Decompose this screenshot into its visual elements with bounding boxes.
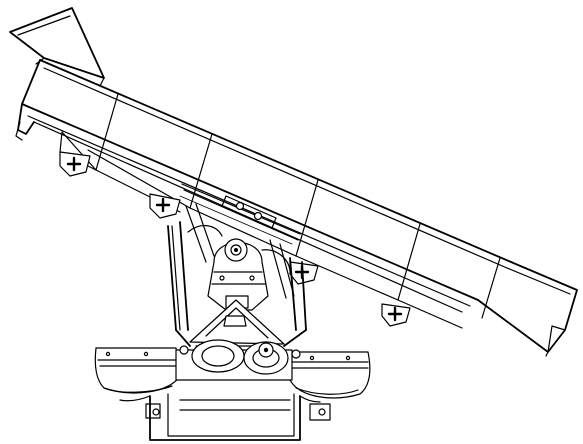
left-drive-wheel — [191, 339, 245, 373]
deck-bottom-edge — [21, 103, 479, 301]
right-wheel-housing — [289, 351, 371, 399]
bracket-2 — [149, 193, 181, 219]
discharge-chute — [477, 261, 578, 353]
lift-frame — [167, 203, 307, 347]
tractor-base — [94, 339, 371, 441]
right-drive-wheel — [243, 341, 289, 375]
lower-chassis — [149, 395, 301, 441]
bracket-4 — [381, 303, 411, 327]
deck-top-edge — [39, 59, 512, 263]
bracket-1 — [59, 151, 91, 177]
hinge-pin — [253, 211, 263, 221]
tilted-deck — [9, 7, 578, 357]
